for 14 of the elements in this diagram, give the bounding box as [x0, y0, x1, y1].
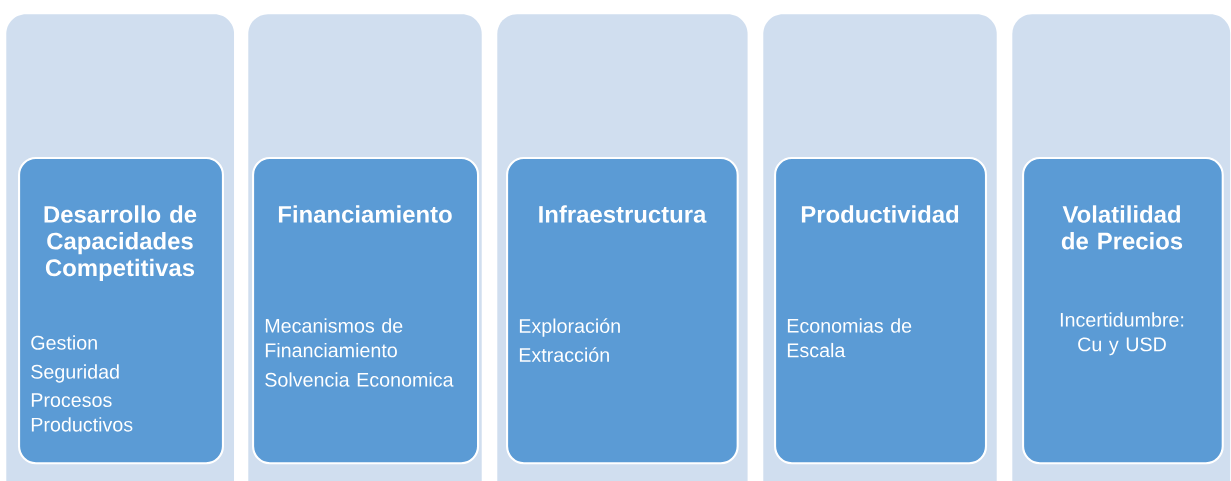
category-heading: Volatilidad de Precios: [1061, 205, 1183, 250]
item-text: Mecanismos de Financiamiento: [265, 318, 403, 358]
item-text: Gestion: [31, 335, 97, 350]
item-text: Incertidumbre: Cu y USD: [1060, 312, 1184, 356]
item-text: Exploración: [519, 318, 620, 337]
category-heading: Infraestructura: [539, 205, 707, 223]
category-heading: Desarrollo de Capacidades Competitivas: [44, 205, 197, 281]
item-text: Seguridad: [31, 364, 119, 383]
category-heading: Financiamiento: [278, 205, 452, 223]
item-text: Economias de Escala: [787, 318, 912, 358]
category-heading: Productividad: [801, 205, 959, 223]
item-text: Solvencia Economica: [265, 372, 454, 387]
item-text: Extracción: [519, 347, 609, 362]
item-text: Procesos Productivos: [31, 393, 133, 432]
